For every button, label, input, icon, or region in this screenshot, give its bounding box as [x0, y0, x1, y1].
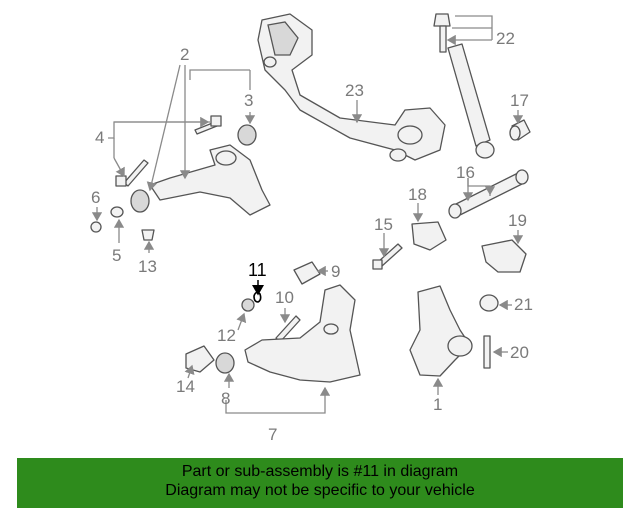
banner-line-disclaimer: Diagram may not be specific to your vehi… [165, 482, 475, 499]
callout-9: 9 [331, 262, 340, 281]
callout-13: 13 [138, 257, 157, 276]
callout-12: 12 [217, 326, 236, 345]
parts-diagram: 23 22 17 16 18 19 15 9 21 20 1 2 3 4 6 5… [90, 13, 533, 444]
bushing-17-part [509, 119, 531, 141]
nut-6-part [90, 221, 102, 233]
callout-19: 19 [508, 211, 527, 230]
bracket-14-part [185, 345, 215, 373]
callout-2: 2 [180, 45, 189, 64]
callout-10: 10 [275, 288, 294, 307]
callout-11-highlighted: 11 [248, 260, 267, 280]
callout-21: 21 [514, 295, 533, 314]
crossmember-part [257, 13, 446, 162]
steering-knuckle-part [409, 285, 473, 377]
callout-20: 20 [510, 343, 529, 362]
upper-control-arm-part [130, 124, 271, 216]
washer-part [110, 206, 124, 218]
bushing-9-part [293, 261, 321, 285]
shock-absorber-part [433, 13, 495, 159]
callout-8: 8 [221, 389, 230, 408]
callout-23: 23 [345, 81, 364, 100]
bolt-15-part [372, 243, 403, 270]
callout-3: 3 [244, 91, 253, 110]
bolt-4-part [115, 115, 222, 187]
callout-4: 4 [95, 128, 104, 147]
banner-line-part-number: Part or sub-assembly is #11 in diagram [181, 463, 459, 480]
bushing-21-part [479, 294, 499, 312]
callout-6: 6 [91, 188, 100, 207]
callout-7: 7 [268, 425, 277, 444]
leader-lines [91, 15, 524, 414]
callout-5: 5 [112, 246, 121, 265]
info-banner: Part or sub-assembly is #11 in diagram D… [17, 458, 623, 508]
bolt-20-part [483, 335, 491, 369]
callout-15: 15 [374, 215, 393, 234]
nut-12-part [241, 298, 255, 312]
callout-14: 14 [176, 377, 195, 396]
callout-1: 1 [433, 395, 442, 414]
bracket-18-part [411, 221, 447, 251]
shackle-part [481, 239, 527, 273]
callout-18: 18 [408, 185, 427, 204]
callout-16: 16 [456, 163, 475, 182]
clip-part [141, 229, 155, 241]
callout-22: 22 [496, 29, 515, 48]
callout-17: 17 [510, 91, 529, 110]
